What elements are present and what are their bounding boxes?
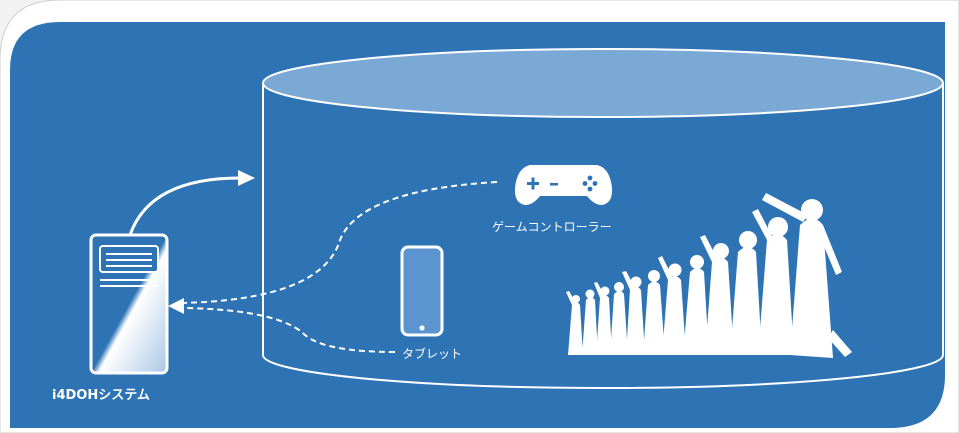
controller-to-system-connector	[179, 181, 498, 304]
system-label: i4DOHシステム	[52, 388, 150, 403]
tablet-label: タブレット	[402, 347, 463, 361]
tablet-to-system-connector	[168, 298, 396, 353]
gamepad-icon	[514, 165, 613, 205]
cylinder-body	[262, 83, 944, 389]
server-tower-icon	[89, 233, 169, 375]
cylinder-stage	[262, 48, 944, 389]
dancing-crowd-silhouette	[566, 193, 852, 358]
tablet-icon	[400, 245, 444, 337]
controller-label: ゲームコントローラー	[492, 220, 612, 234]
cylinder-top	[262, 48, 944, 118]
system-to-stage-arrow	[128, 170, 255, 236]
